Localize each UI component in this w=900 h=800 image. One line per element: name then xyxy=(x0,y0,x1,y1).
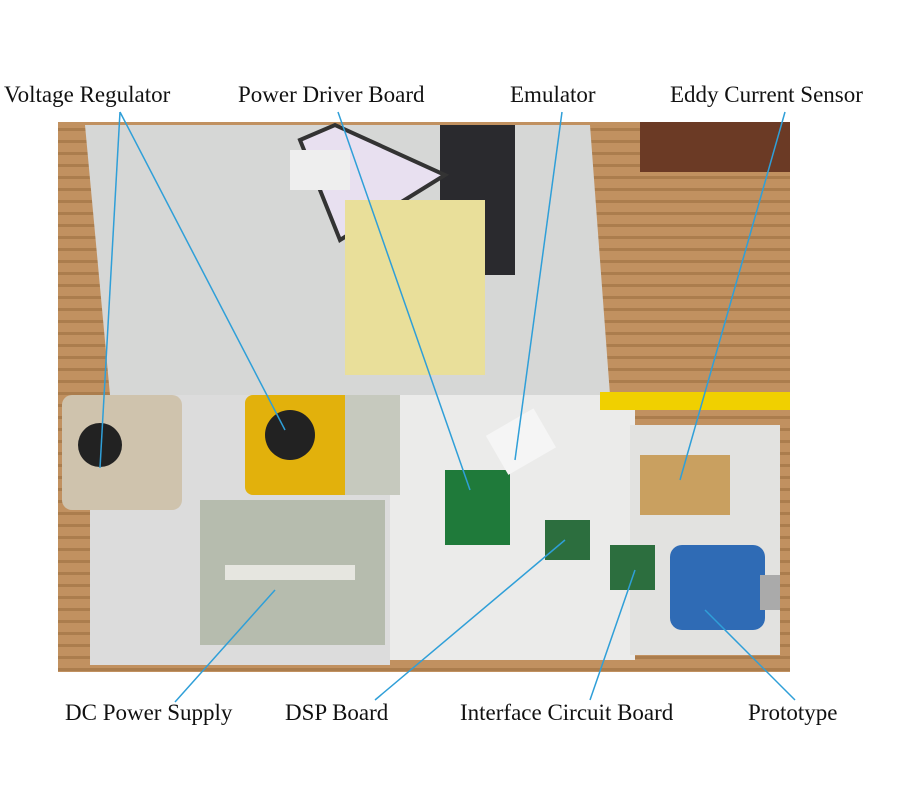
setup-photo xyxy=(58,122,790,672)
emulator xyxy=(485,408,556,475)
label-voltage-regulator: Voltage Regulator xyxy=(4,82,171,107)
label-eddy-current-sensor: Eddy Current Sensor xyxy=(670,82,863,107)
voltage-regulator-1 xyxy=(62,395,182,510)
papers xyxy=(345,200,485,375)
interface-board xyxy=(610,545,655,590)
label-dc-power-supply: DC Power Supply xyxy=(65,700,233,725)
dsp-board xyxy=(545,520,590,560)
power-strip xyxy=(290,150,350,190)
hazard-tape xyxy=(600,392,790,410)
prototype-motor xyxy=(670,545,765,630)
label-interface-circuit-board: Interface Circuit Board xyxy=(460,700,674,725)
label-dsp-board: DSP Board xyxy=(285,700,389,725)
label-prototype: Prototype xyxy=(748,700,838,725)
leader-lines xyxy=(99,111,796,703)
label-emulator: Emulator xyxy=(510,82,596,107)
power-driver-board xyxy=(445,470,510,545)
label-power-driver-board: Power Driver Board xyxy=(238,82,425,107)
